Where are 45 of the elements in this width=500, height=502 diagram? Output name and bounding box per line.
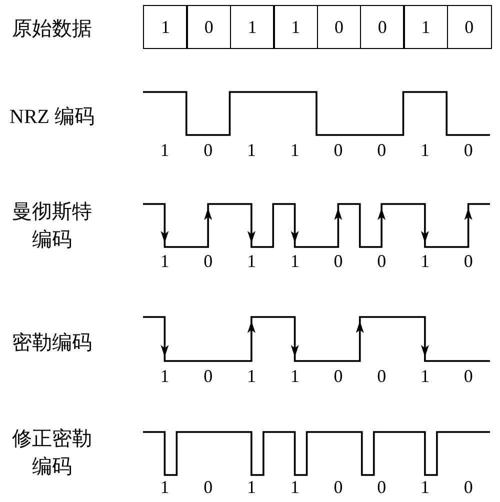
bit-label: 0 [204, 478, 213, 496]
bit-label: 0 [377, 367, 386, 385]
data-cell: 1 [143, 5, 188, 49]
bit-label: 0 [334, 141, 343, 159]
bit-label: 1 [160, 367, 170, 385]
bit-label: 0 [464, 367, 473, 385]
bit-label: 0 [204, 367, 213, 385]
bit-label: 1 [420, 478, 430, 496]
bit-label: 0 [204, 141, 213, 159]
data-cell: 1 [230, 5, 275, 49]
bit-label: 1 [420, 141, 430, 159]
data-cell: 1 [403, 5, 448, 49]
data-cell: 1 [273, 5, 318, 49]
bit-label: 1 [290, 141, 300, 159]
row-label: 曼彻斯特编码 [11, 200, 93, 253]
bit-label: 1 [290, 478, 300, 496]
bit-label: 1 [290, 252, 300, 270]
bit-label: 0 [464, 478, 473, 496]
bit-label: 1 [290, 367, 300, 385]
bit-label: 0 [464, 141, 473, 159]
bit-label: 0 [334, 252, 343, 270]
bit-label: 1 [160, 478, 170, 496]
data-cell: 0 [186, 5, 232, 49]
bit-label: 1 [420, 252, 430, 270]
bit-label: 0 [334, 367, 343, 385]
bit-label: 1 [246, 478, 256, 496]
data-cell: 0 [360, 5, 405, 49]
bit-label: 0 [377, 141, 386, 159]
bit-label: 1 [420, 367, 430, 385]
bit-label: 1 [246, 141, 256, 159]
row-label: 修正密勒编码 [11, 427, 93, 480]
bit-label: 0 [377, 478, 386, 496]
row-label: NRZ 编码 [10, 105, 94, 130]
bit-label: 1 [160, 141, 170, 159]
row-label: 原始数据 [12, 17, 92, 42]
bit-label: 0 [377, 252, 386, 270]
data-cell: 0 [446, 5, 492, 49]
bit-label: 0 [204, 252, 213, 270]
row-label: 密勒编码 [12, 331, 92, 356]
bit-label: 1 [246, 367, 256, 385]
data-cell: 0 [316, 5, 362, 49]
bit-label: 1 [160, 252, 170, 270]
bit-label: 0 [334, 478, 343, 496]
bit-label: 0 [464, 252, 473, 270]
bit-label: 1 [246, 252, 256, 270]
